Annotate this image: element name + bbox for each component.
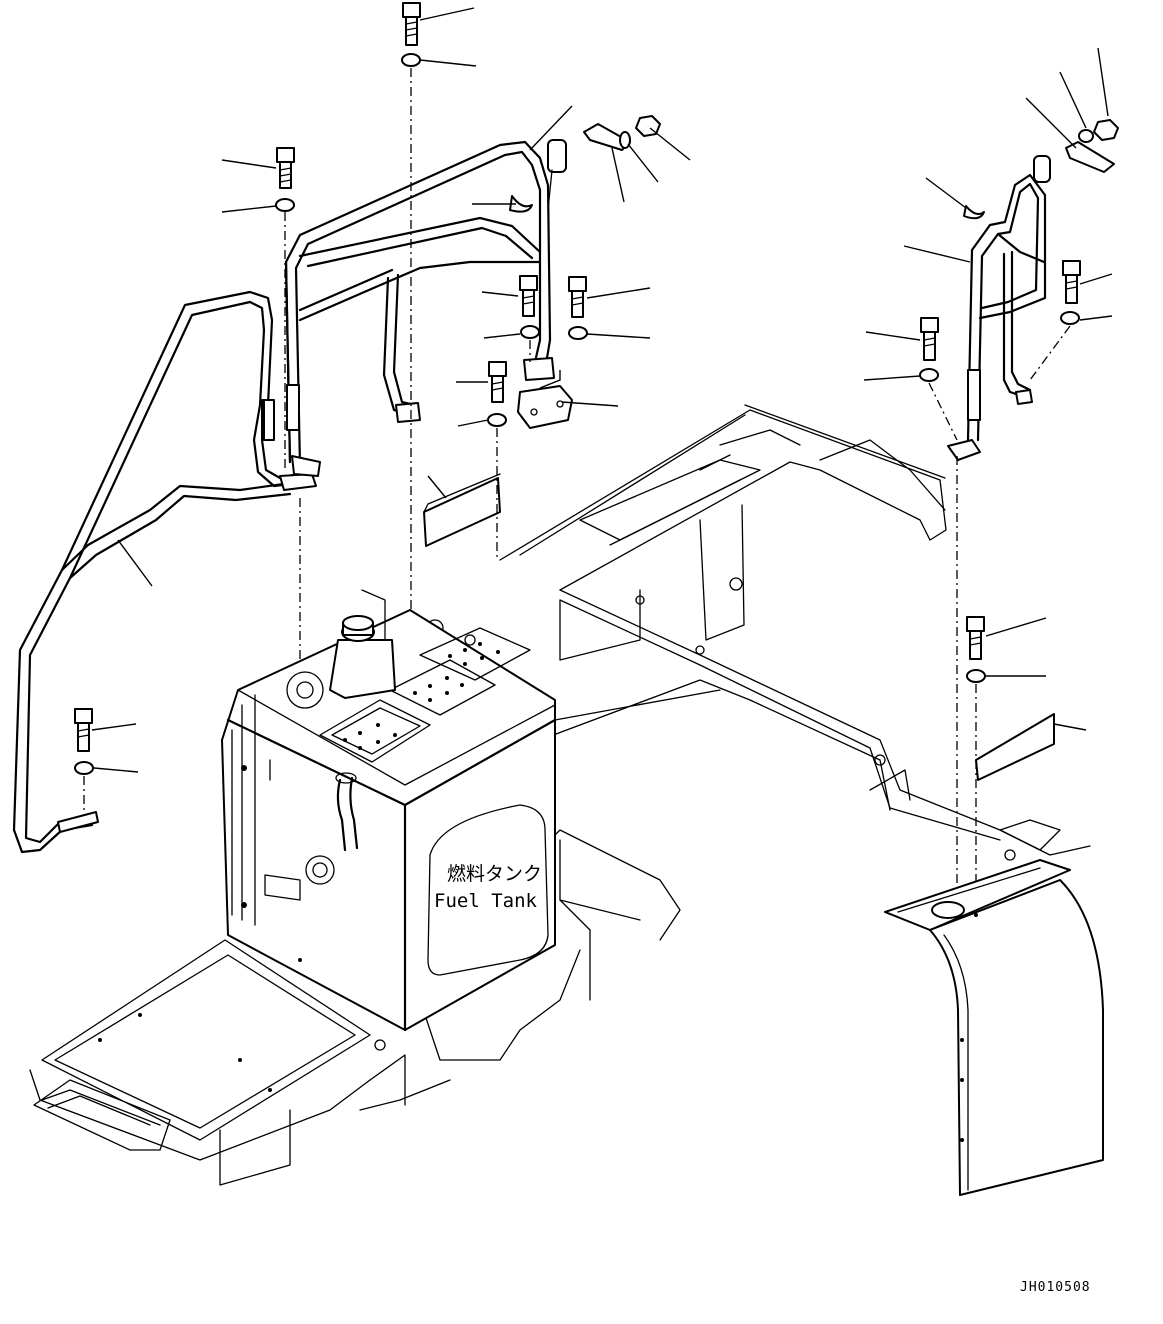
washer (619, 131, 631, 149)
nut (1093, 119, 1119, 141)
bolt (74, 708, 93, 752)
tank-label-en: Fuel Tank (434, 890, 538, 912)
drawing-id: JH010508 (1020, 1280, 1091, 1295)
fasteners (74, 2, 1119, 775)
bolt (519, 275, 538, 317)
bolt (488, 361, 507, 403)
shim-right (975, 713, 1055, 781)
center-guard-frame (263, 139, 567, 477)
bolt (568, 276, 587, 318)
clip-plate (1065, 141, 1115, 173)
bolt (402, 2, 421, 46)
assembly-centerlines (83, 68, 1071, 910)
washer (520, 325, 540, 339)
tank-label-jp: 燃料タンク (447, 863, 542, 885)
bolt (1062, 260, 1081, 304)
cover-bolts (343, 642, 500, 750)
right-side-cover (884, 859, 1104, 1196)
fuel-tank: 燃料タンク Fuel Tank (221, 589, 557, 1032)
shim-left (423, 477, 501, 547)
washer (568, 326, 588, 340)
bolt (966, 616, 985, 660)
washer (1078, 129, 1094, 143)
right-hand-rail (947, 155, 1051, 461)
washer (487, 413, 507, 427)
bolt (920, 317, 939, 361)
washer (275, 198, 295, 212)
washer (74, 761, 94, 775)
mounting-plate (517, 385, 573, 429)
washer (966, 669, 986, 683)
plates (423, 385, 1055, 781)
washer (401, 53, 421, 67)
revolving-frame (359, 404, 1091, 1111)
washer (1060, 311, 1080, 325)
washer (919, 368, 939, 382)
leader-lines (91, 7, 1113, 773)
bolt (276, 147, 295, 189)
step-platform (29, 939, 406, 1186)
